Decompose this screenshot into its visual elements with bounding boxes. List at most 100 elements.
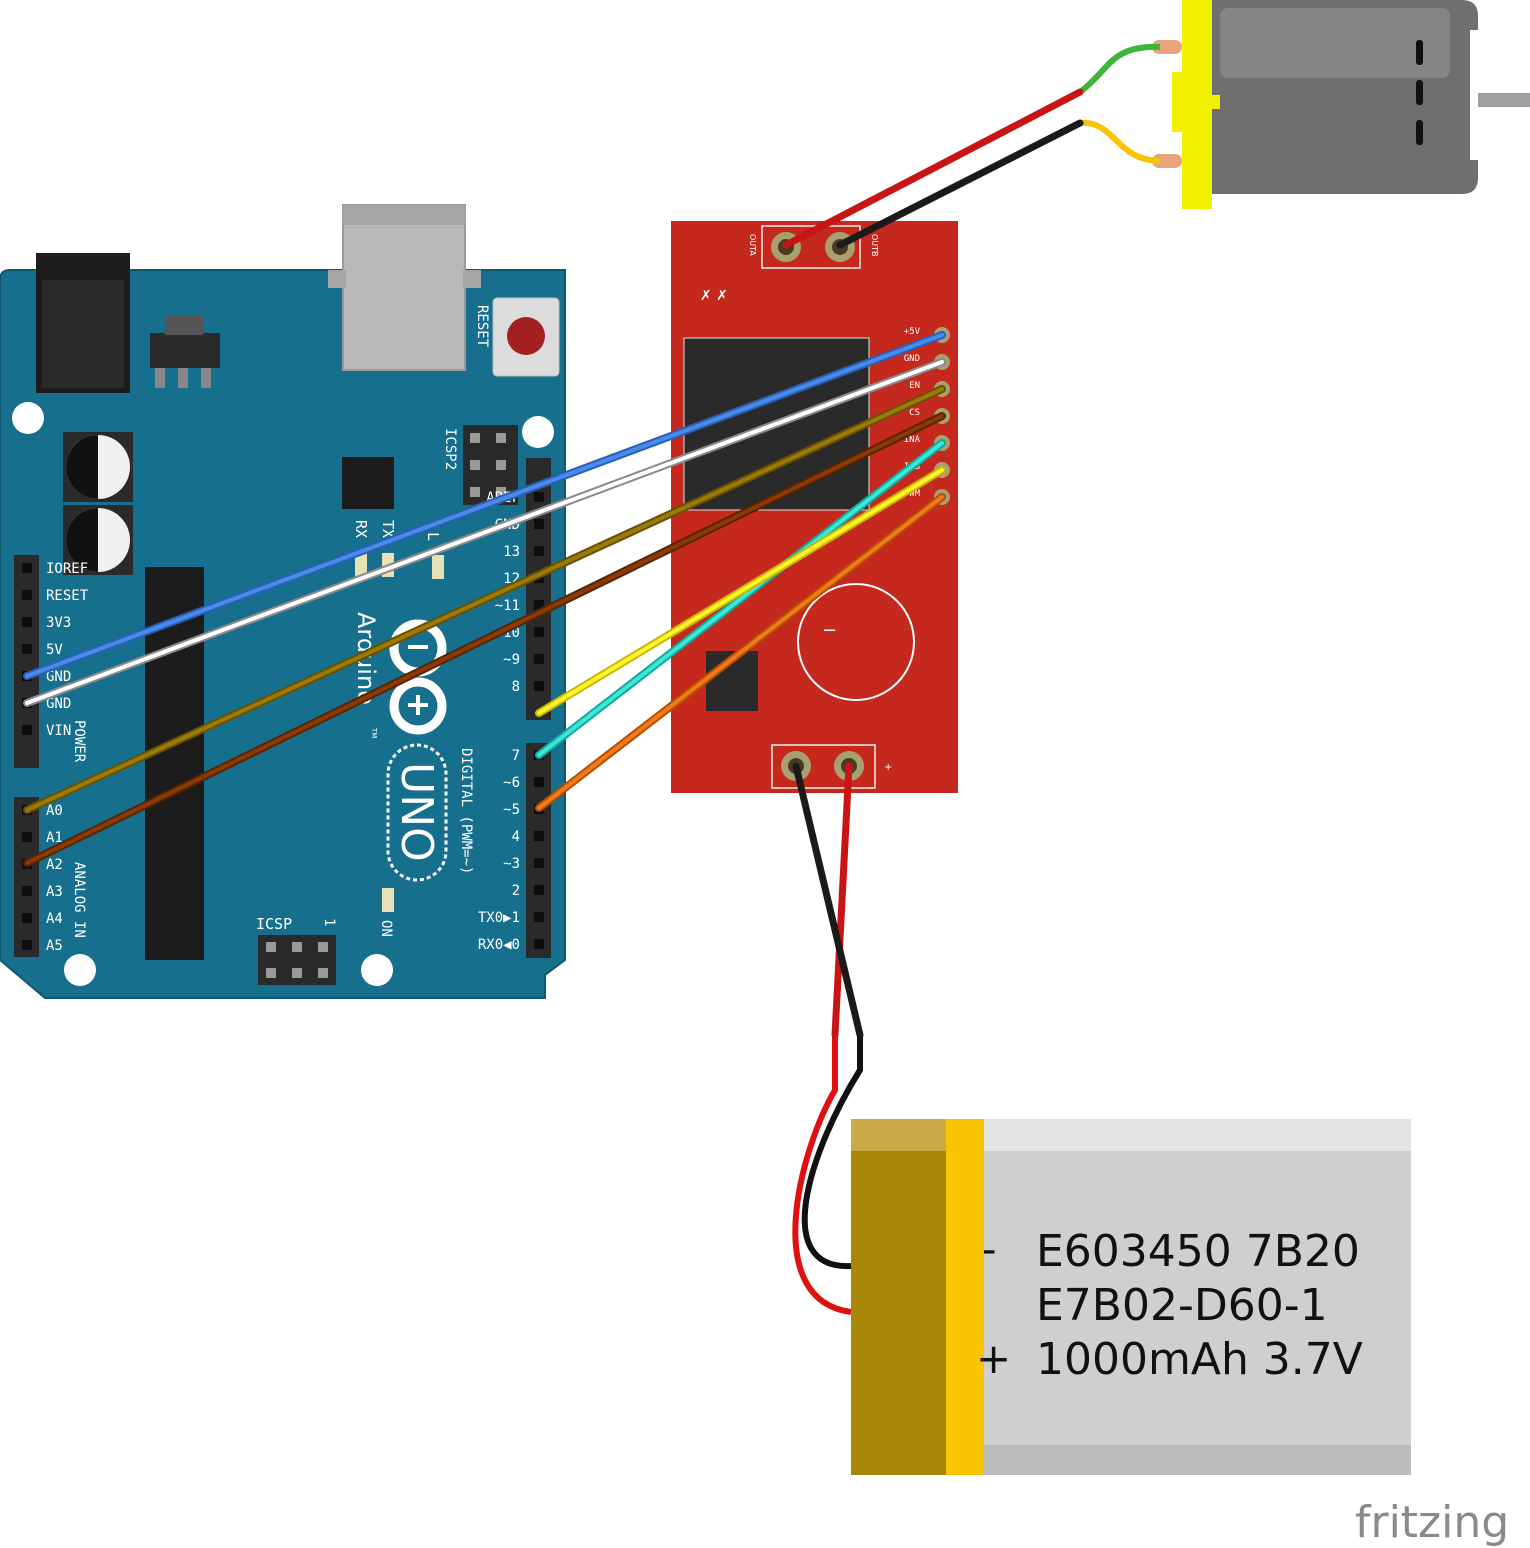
out-terminal-block <box>761 225 861 269</box>
motor-driver-board: − ✗ ✗ OUTA OUTB + +5VGNDENCSINAINBPWM <box>671 221 958 793</box>
rx-label: RX <box>352 520 370 538</box>
reset-button[interactable] <box>492 297 560 377</box>
analog-header <box>14 797 39 957</box>
pin-label: A0 <box>46 803 63 819</box>
pin-label: 3V3 <box>46 615 71 631</box>
header-pin[interactable] <box>534 600 544 610</box>
motor-terminal <box>1152 40 1182 54</box>
driver-pin-label: GND <box>904 354 920 364</box>
capacitor <box>63 505 133 575</box>
header-pin[interactable] <box>22 913 32 923</box>
driver-silk-mark: ✗ ✗ <box>700 288 728 304</box>
driver-capacitor-outline <box>797 583 915 701</box>
header-pin[interactable] <box>534 681 544 691</box>
pin-label: 7 <box>512 748 520 764</box>
header-pin[interactable] <box>534 912 544 922</box>
pin-label: A5 <box>46 938 63 954</box>
header-pin[interactable] <box>534 492 544 502</box>
header-pin[interactable] <box>534 519 544 529</box>
pin-label: GND <box>46 669 71 685</box>
pin-label: ~11 <box>495 598 520 614</box>
pin-label: ~3 <box>503 856 520 872</box>
battery-lead-black <box>801 1032 863 1270</box>
header-pin[interactable] <box>22 563 32 573</box>
motor-lead-yellow <box>1079 119 1161 164</box>
l-led <box>432 555 444 579</box>
power-terminal-block <box>771 744 876 789</box>
digital-label: DIGITAL (PWM=~) <box>458 748 474 874</box>
header-pin[interactable] <box>22 832 32 842</box>
header-pin[interactable] <box>534 858 544 868</box>
rx-led <box>355 553 367 577</box>
voltage-regulator <box>150 333 220 368</box>
header-pin[interactable] <box>22 617 32 627</box>
driver-pin-label: EN <box>909 381 920 391</box>
header-pin[interactable] <box>22 725 32 735</box>
capacitor <box>63 432 133 502</box>
uno-label: UNO <box>391 762 442 862</box>
header-pin[interactable] <box>534 546 544 556</box>
driver-pin-label: CS <box>909 408 920 418</box>
wire-battery-black[interactable] <box>792 762 864 1039</box>
driver-plus-label: + <box>884 762 892 773</box>
battery-wrap <box>851 1119 1411 1475</box>
pin-label: RESET <box>46 588 89 604</box>
icsp-header <box>258 935 336 985</box>
battery-label-line1: E603450 7B20 <box>1036 1226 1360 1277</box>
header-pin[interactable] <box>22 886 32 896</box>
header-pin[interactable] <box>534 885 544 895</box>
mounting-hole <box>64 954 96 986</box>
battery-label-line2: E7B02-D60-1 <box>1036 1280 1328 1331</box>
on-label: ON <box>378 920 394 937</box>
motor-lead-green <box>1078 43 1161 95</box>
driver-minus-label: − <box>822 620 837 641</box>
pin-label: ~5 <box>503 802 520 818</box>
power-header <box>14 555 39 768</box>
pin-label: ~6 <box>503 775 520 791</box>
header-pin[interactable] <box>534 939 544 949</box>
pin-label: RX0◀0 <box>478 937 520 953</box>
battery-tab <box>851 1119 946 1475</box>
wire-outb-black[interactable] <box>836 119 1084 249</box>
pin-label: A1 <box>46 830 63 846</box>
pin-label: A2 <box>46 857 63 873</box>
mounting-hole <box>361 954 393 986</box>
pin-label: VIN <box>46 723 71 739</box>
wire-battery-red[interactable] <box>831 762 853 1039</box>
pin-label: GND <box>46 696 71 712</box>
pin-label: A3 <box>46 884 63 900</box>
driver-pin-label: PWM <box>904 489 921 499</box>
header-pin[interactable] <box>22 940 32 950</box>
arduino-pcb <box>0 269 566 999</box>
header-pin[interactable] <box>534 777 544 787</box>
pin-label: TX0▶1 <box>478 910 520 926</box>
tm-label: TM <box>370 727 378 738</box>
icsp2-label: ICSP2 <box>442 428 458 470</box>
header-pin[interactable] <box>22 590 32 600</box>
battery-tape <box>946 1119 984 1475</box>
usb-connector <box>342 204 466 371</box>
driver-pin-label: +5V <box>904 327 921 337</box>
battery-lead-red <box>792 1032 852 1315</box>
header-pin[interactable] <box>534 654 544 664</box>
wire-outa-red[interactable] <box>782 88 1084 249</box>
power-label: POWER <box>71 720 87 763</box>
mounting-hole <box>522 416 554 448</box>
header-pin[interactable] <box>22 644 32 654</box>
pin-label: A4 <box>46 911 63 927</box>
header-pin[interactable] <box>534 627 544 637</box>
header-pin[interactable] <box>534 831 544 841</box>
digital-header-lower <box>526 743 551 958</box>
fritzing-watermark: fritzing <box>1355 1497 1509 1548</box>
pin-label: 13 <box>503 544 520 560</box>
pin-label: IOREF <box>46 561 88 577</box>
battery-label-line3: 1000mAh 3.7V <box>1036 1334 1363 1385</box>
battery-plus-mark: + <box>976 1334 1011 1383</box>
analog-label: ANALOG IN <box>71 862 87 938</box>
motor-terminal <box>1152 154 1182 168</box>
outb-label: OUTB <box>870 234 879 257</box>
l-label: L <box>424 532 442 541</box>
icsp-label: ICSP <box>256 915 292 933</box>
reset-label: RESET <box>474 305 490 348</box>
